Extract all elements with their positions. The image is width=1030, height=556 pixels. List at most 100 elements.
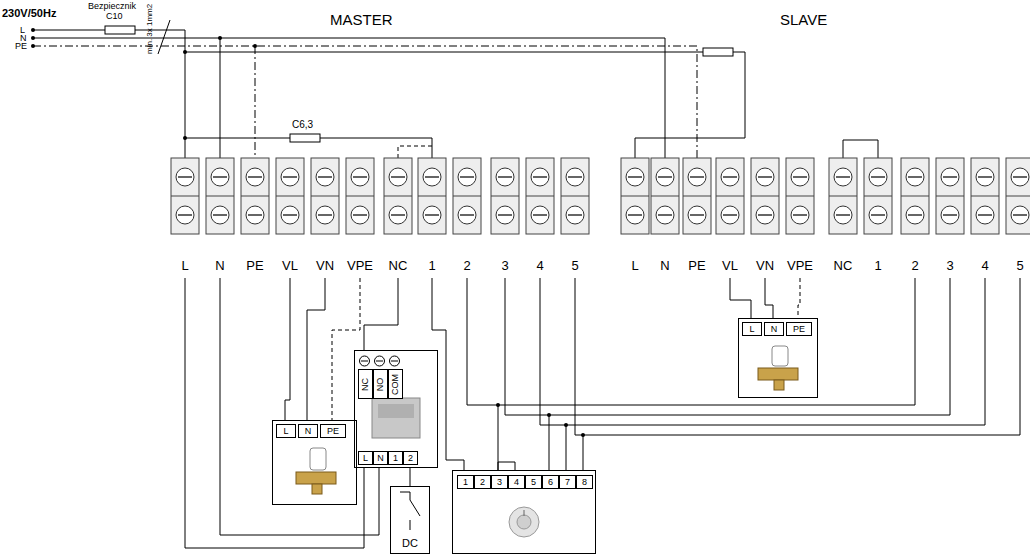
screw-slot [391, 214, 405, 216]
terminal-body [241, 158, 269, 234]
screw-slot [533, 214, 547, 216]
terminal-body [829, 158, 857, 234]
terminal-body [491, 158, 519, 234]
screw-slot [658, 214, 672, 216]
terminal-screw [566, 168, 584, 186]
pin-label: L [283, 427, 288, 436]
terminal-strips [171, 158, 1030, 234]
screw-slot [318, 176, 332, 178]
screw-slot [283, 214, 297, 216]
fuse-label: Bezpiecznik [88, 2, 136, 11]
pin-label: N [305, 427, 312, 436]
terminal-divider [561, 196, 589, 197]
pin-label: PE [327, 427, 339, 436]
screw-slot [460, 176, 474, 178]
terminal-screw [976, 206, 994, 224]
terminal-divider [683, 196, 711, 197]
terminal-screw [941, 168, 959, 186]
pin-cell: 1 [388, 451, 403, 465]
device-box: L N PE [272, 420, 357, 505]
terminal-body [864, 158, 892, 234]
terminal-screw [976, 168, 994, 186]
terminal-divider [651, 196, 679, 197]
pin-label: 2 [480, 478, 485, 487]
screw-slot [353, 176, 367, 178]
terminal-label: VPE [787, 259, 813, 272]
terminal-screw [834, 206, 852, 224]
terminal-label: NC [834, 259, 853, 272]
pin-cell: 6 [542, 475, 559, 489]
screw-slot [353, 214, 367, 216]
pin-cell: N [764, 322, 784, 336]
pin-label: NO [376, 377, 385, 391]
pin-cell: DC [394, 535, 426, 551]
terminal-label: 4 [981, 259, 988, 272]
screw-slot [425, 176, 439, 178]
screw-slot [460, 214, 474, 216]
terminal-label: 3 [946, 259, 953, 272]
screw-slot [690, 214, 704, 216]
pin-label: DC [402, 538, 418, 549]
terminal-screw [1011, 206, 1029, 224]
screw-slot [178, 176, 192, 178]
pin-cell: NC [358, 369, 373, 399]
screw-slot [498, 214, 512, 216]
terminal-divider [526, 196, 554, 197]
terminal-body [276, 158, 304, 234]
terminal-screw [626, 168, 644, 186]
screw-slot [978, 214, 992, 216]
terminal-screw [626, 206, 644, 224]
pin-cell: L [276, 424, 296, 438]
terminal-screw [316, 168, 334, 186]
terminal-divider [206, 196, 234, 197]
pin-cell: L [742, 322, 762, 336]
screw-slot [391, 176, 405, 178]
terminal-body [751, 158, 779, 234]
terminal-screw [566, 206, 584, 224]
pin-cell: COM [388, 369, 403, 399]
device-box: LNPE [738, 318, 818, 398]
terminal-screw [869, 206, 887, 224]
terminal-label: VL [282, 259, 298, 272]
pin-cell: PE [786, 322, 812, 336]
terminal-divider [241, 196, 269, 197]
terminal-screw [688, 168, 706, 186]
terminal-label: 5 [1016, 259, 1023, 272]
terminal-label: PE [246, 259, 263, 272]
screw-slot [758, 176, 772, 178]
terminal-label: VN [756, 259, 774, 272]
terminal-screw [656, 168, 674, 186]
pin-cell: 1 [457, 475, 474, 489]
terminal-divider [346, 196, 374, 197]
terminal-screw [791, 206, 809, 224]
terminal-label: L [631, 259, 638, 272]
pin-cell: L [358, 451, 373, 465]
pin-cell: 2 [403, 451, 418, 465]
terminal-screw [246, 206, 264, 224]
terminal-body [621, 158, 649, 234]
screw-slot [758, 214, 772, 216]
terminal-divider [1006, 196, 1030, 197]
unit-title: MASTER [330, 12, 393, 27]
pin-label: 7 [565, 478, 570, 487]
screw-slot [871, 214, 885, 216]
line-label: PE [15, 42, 27, 51]
screw-slot [248, 176, 262, 178]
screw-slot [533, 176, 547, 178]
terminal-screw [496, 168, 514, 186]
terminal-screw [941, 206, 959, 224]
screw-slot [628, 176, 642, 178]
terminal-body [716, 158, 744, 234]
terminal-divider [171, 196, 199, 197]
terminal-label: 3 [501, 259, 508, 272]
device-box: 12345678 [452, 470, 596, 554]
pin-cell: 2 [474, 475, 491, 489]
terminal-label: 2 [463, 259, 470, 272]
terminal-label: VN [316, 259, 334, 272]
terminal-screw [721, 168, 739, 186]
pin-cell: N [298, 424, 318, 438]
terminal-screw [389, 168, 407, 186]
terminal-label: NC [389, 259, 408, 272]
terminal-label: VL [722, 259, 738, 272]
